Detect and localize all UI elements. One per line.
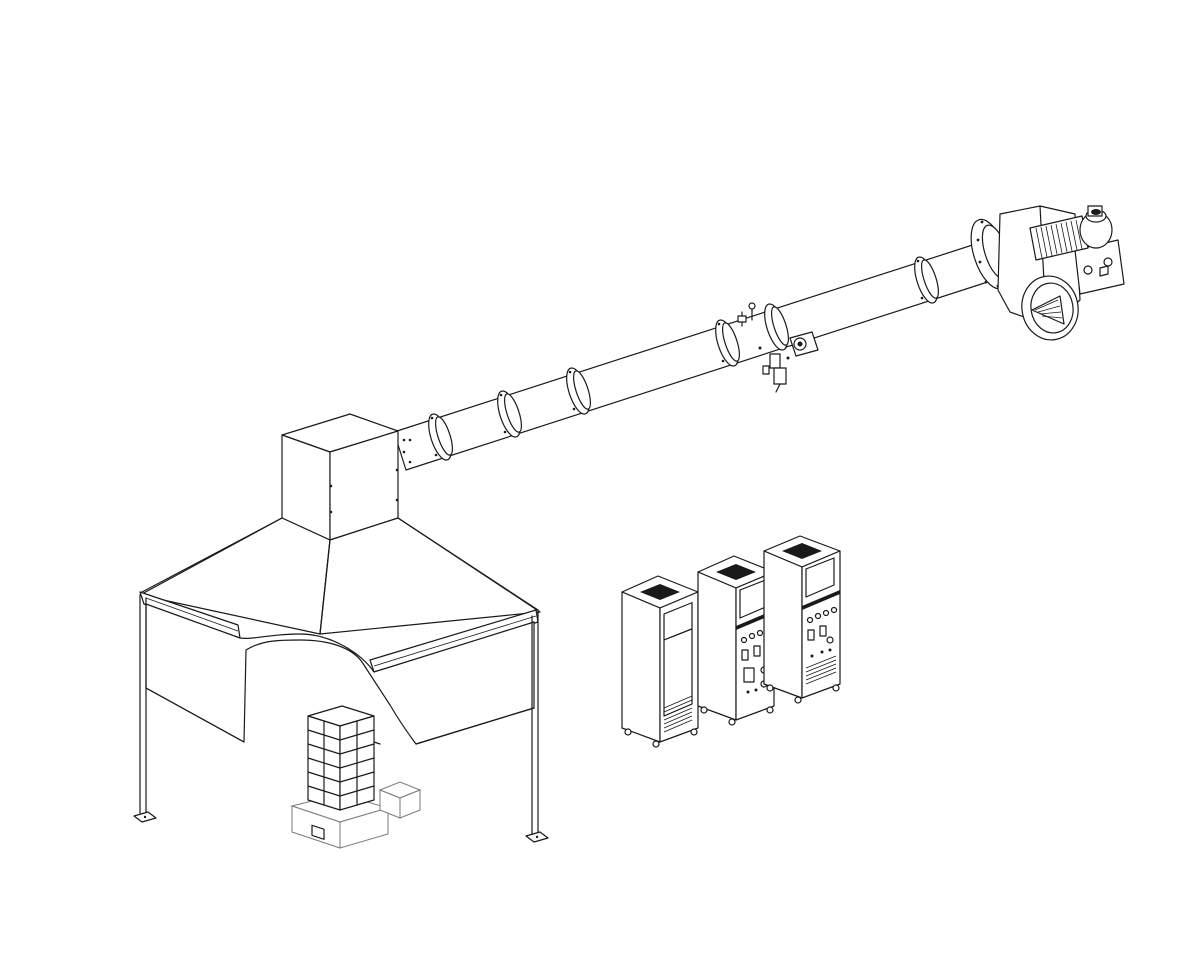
small-box xyxy=(378,781,422,819)
rack-drawer-grid xyxy=(307,720,375,806)
exhaust-hood xyxy=(139,517,541,745)
flange-bolts xyxy=(430,259,924,457)
exhaust-duct xyxy=(393,239,1001,471)
cabinet-3-vent xyxy=(805,655,837,685)
fan-outlet-cone xyxy=(1021,275,1079,341)
centrifugal-fan xyxy=(970,205,1125,341)
fan-motor xyxy=(1029,205,1113,261)
analyzer-cabinet-1 xyxy=(621,575,699,748)
instrument-probe-assembly xyxy=(737,302,819,393)
analyzer-cabinet-3 xyxy=(763,535,841,704)
cabinet-3-instrument-panel xyxy=(806,606,838,658)
hood-skirt-frame xyxy=(139,591,539,673)
plenum-box xyxy=(281,413,412,541)
hood-legs xyxy=(133,595,549,843)
storage-rack xyxy=(290,705,390,849)
rack-drawers xyxy=(311,824,325,840)
cabinet-1-vent xyxy=(663,695,693,733)
plenum-rivets xyxy=(329,438,412,514)
duct-flange-joints xyxy=(428,256,940,461)
analyzer-cabinet-2 xyxy=(697,555,775,726)
